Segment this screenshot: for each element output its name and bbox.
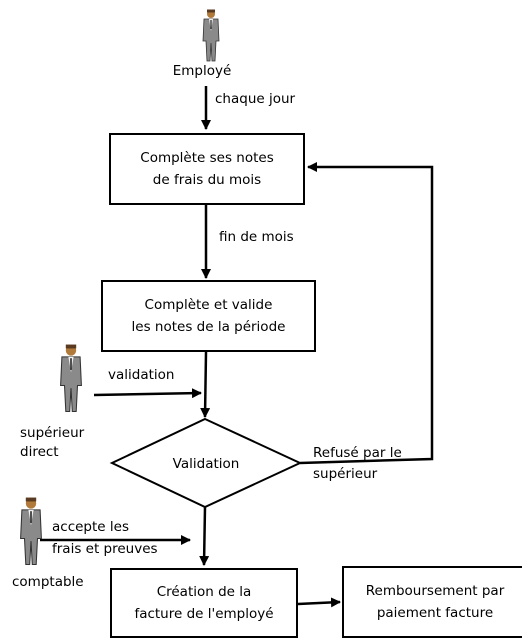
arrow-decision-to-invoice <box>199 506 210 566</box>
invoice-box: Création de la facture de l'employé <box>110 568 298 638</box>
refund-line1: Remboursement par <box>365 583 505 599</box>
daily-edge-label: chaque jour <box>215 91 296 107</box>
validate-period-line1: Complète et valide <box>144 297 273 313</box>
supervisor-label-line1: supérieur <box>20 425 85 441</box>
supervisor-person-icon <box>60 344 82 413</box>
fill-notes-box: Complète ses notes de frais du mois <box>109 133 305 205</box>
invoice-line2: facture de l'employé <box>134 606 274 622</box>
arrow-rejected-loop <box>299 162 434 465</box>
decision-label: Validation <box>172 456 240 472</box>
refund-line2: paiement facture <box>376 605 494 621</box>
fill-notes-line1: Complète ses notes <box>140 150 274 166</box>
accept-edge-label-line2: frais et preuves <box>52 541 158 557</box>
arrow-validate-period-to-decision <box>200 351 211 418</box>
refund-box: Remboursement par paiement facture <box>342 566 522 638</box>
employee-label: Employé <box>172 63 232 79</box>
month-end-edge-label: fin de mois <box>219 229 294 245</box>
fill-notes-line2: de frais du mois <box>152 172 262 188</box>
rejected-edge-label-line2: supérieur <box>313 466 378 482</box>
validate-period-box: Complète et valide les notes de la pério… <box>101 280 316 352</box>
accountant-person-icon <box>20 497 42 566</box>
arrow-supervisor-validation <box>93 388 202 399</box>
arrow-invoice-to-refund <box>297 597 341 608</box>
validation-edge-label: validation <box>108 367 175 383</box>
supervisor-label-line2: direct <box>20 444 59 460</box>
validate-period-line2: les notes de la période <box>131 319 286 335</box>
accept-edge-label-line1: accepte les <box>52 519 129 535</box>
accountant-label: comptable <box>12 574 84 590</box>
employee-person-icon <box>202 9 220 62</box>
invoice-line1: Création de la <box>156 584 252 600</box>
rejected-edge-label-line1: Refusé par le <box>313 445 402 461</box>
